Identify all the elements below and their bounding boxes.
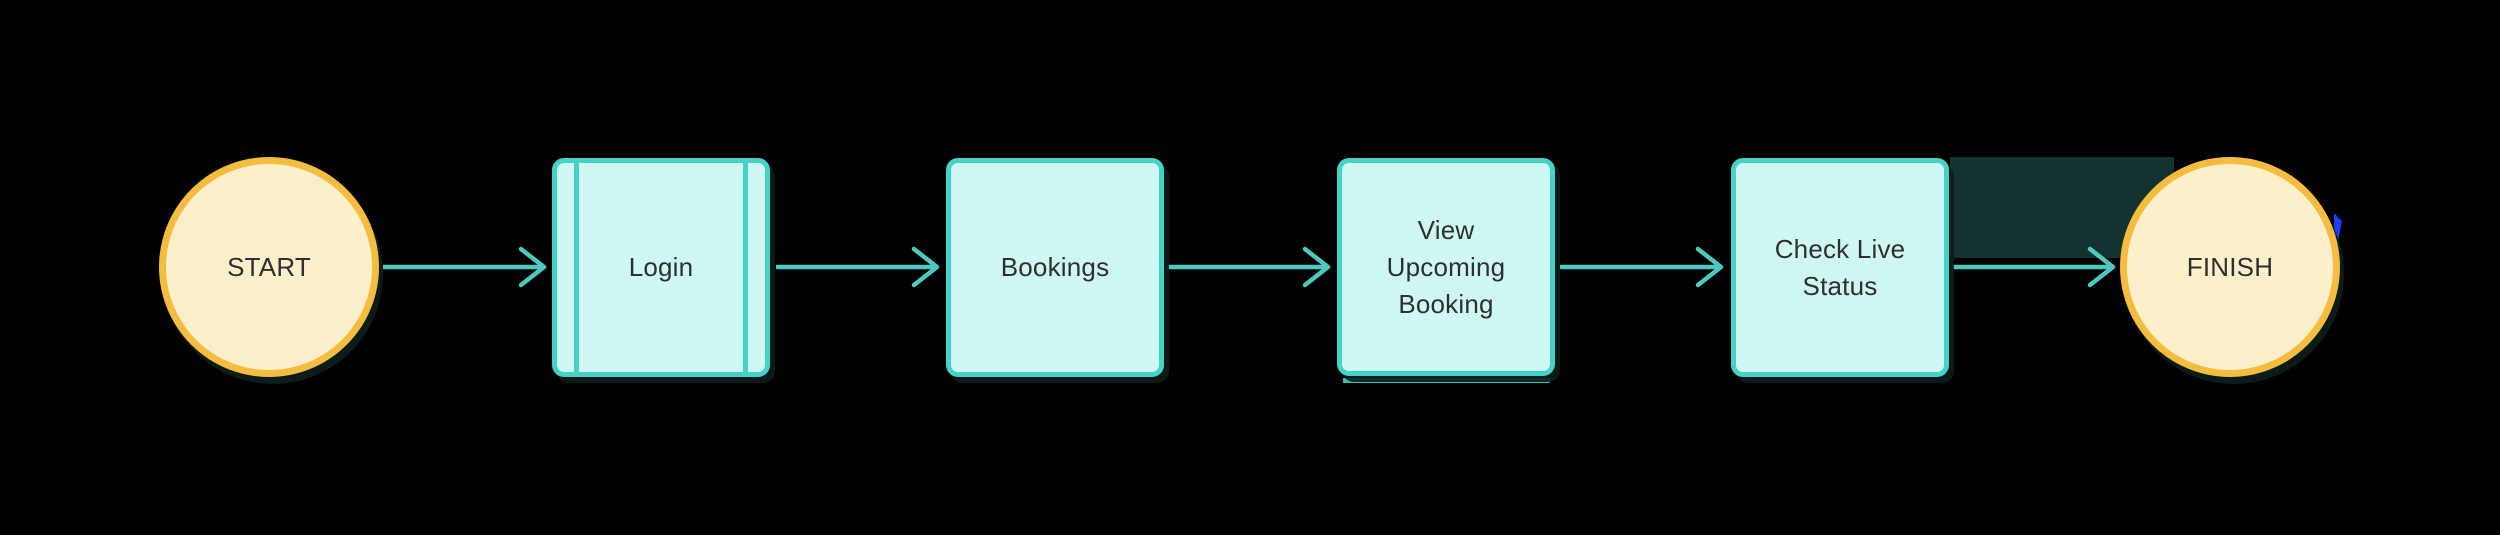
node-bookings[interactable]: Bookings [946,158,1164,377]
node-bookings-label: Bookings [1000,252,1110,282]
node-finish-label: FINISH [2186,251,2274,282]
node-login-label: Login [628,252,694,282]
selection-artifact [2334,213,2342,240]
flow-arrow-viewupcoming-checklive [1560,246,1724,288]
predefined-process-stripe-right [743,163,748,372]
view-upcoming-booking-underline [1343,378,1550,383]
flow-arrow-bookings-viewupcoming [1167,246,1331,288]
node-login[interactable]: Login [552,158,770,377]
node-check-live-status-label: Check Live Status [1774,233,1906,301]
flow-arrow-start-login [383,246,547,288]
flow-arrow-login-bookings [776,246,940,288]
node-start-label: START [227,251,311,282]
node-view-upcoming-booking-label: View Upcoming Booking [1386,214,1506,319]
node-view-upcoming-booking[interactable]: View Upcoming Booking [1337,158,1555,376]
predefined-process-stripe-left [574,163,579,372]
node-check-live-status[interactable]: Check Live Status [1731,158,1949,377]
node-finish[interactable]: FINISH [2120,157,2340,377]
node-start[interactable]: START [159,157,379,377]
flow-arrow-checklive-finish [1952,246,2116,288]
